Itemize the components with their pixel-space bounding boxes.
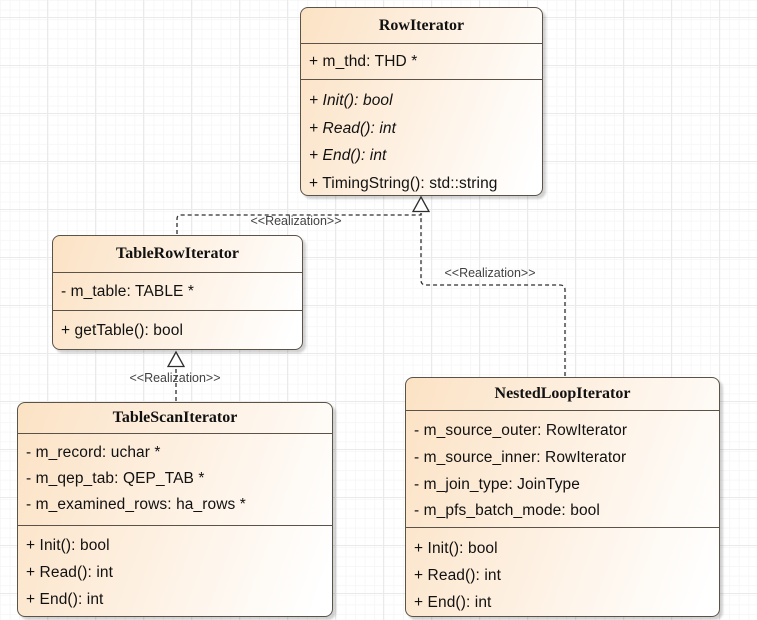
realization-arrowhead-icon — [166, 350, 186, 368]
class-title: RowIterator — [378, 16, 465, 34]
attributes-section: - m_table: TABLE * — [53, 272, 302, 311]
edge-label-realization: <<Realization>> — [129, 371, 221, 385]
method: + Read(): int — [309, 119, 397, 137]
realization-edge-nestedloopiterator-rowiterator[interactable] — [420, 213, 566, 376]
method: + End(): int — [414, 594, 492, 611]
attribute: + m_thd: THD * — [309, 53, 418, 70]
attribute: - m_source_inner: RowIterator — [414, 448, 627, 466]
realization-arrowhead-icon — [411, 195, 431, 213]
class-tablerowiterator[interactable]: TableRowIterator - m_table: TABLE * + ge… — [52, 235, 303, 350]
class-nestedloopiterator[interactable]: NestedLoopIterator - m_source_outer: Row… — [405, 377, 720, 617]
class-title: NestedLoopIterator — [494, 385, 631, 402]
class-tablescaniterator[interactable]: TableScanIterator - m_record: uchar * - … — [17, 402, 333, 617]
methods-section: + Init(): bool + Read(): int + End(): in… — [406, 528, 719, 616]
attributes-section: - m_source_outer: RowIterator - m_source… — [406, 410, 719, 528]
method: + Init(): bool — [26, 537, 110, 554]
class-title: TableScanIterator — [112, 409, 238, 426]
attribute: - m_examined_rows: ha_rows * — [26, 496, 246, 513]
method: + getTable(): bool — [61, 322, 184, 339]
method: + Read(): int — [414, 567, 502, 584]
method: + Init(): bool — [414, 540, 498, 557]
methods-section: + Init(): bool + Read(): int + End(): in… — [301, 80, 542, 197]
method: + End(): int — [26, 591, 104, 608]
attribute: - m_record: uchar * — [26, 444, 161, 461]
method: + End(): int — [309, 147, 387, 164]
class-rowiterator[interactable]: RowIterator + m_thd: THD * + Init(): boo… — [300, 7, 543, 196]
attributes-section: + m_thd: THD * — [301, 43, 542, 80]
edge-label-realization: <<Realization>> — [250, 214, 342, 228]
attribute: - m_pfs_batch_mode: bool — [414, 502, 600, 520]
class-title: TableRowIterator — [116, 245, 239, 262]
method: + Read(): int — [26, 564, 114, 581]
attribute: - m_join_type: JoinType — [414, 475, 580, 493]
attribute: - m_source_outer: RowIterator — [414, 422, 628, 439]
attribute: - m_qep_tab: QEP_TAB * — [26, 470, 205, 487]
methods-section: + getTable(): bool — [53, 311, 302, 350]
attributes-section: - m_record: uchar * - m_qep_tab: QEP_TAB… — [18, 433, 332, 526]
edge-label-realization: <<Realization>> — [444, 266, 536, 280]
methods-section: + Init(): bool + Read(): int + End(): in… — [18, 526, 332, 616]
attribute: - m_table: TABLE * — [61, 283, 195, 300]
method: + Init(): bool — [309, 92, 393, 109]
method: + TimingString(): std::string — [309, 174, 498, 192]
